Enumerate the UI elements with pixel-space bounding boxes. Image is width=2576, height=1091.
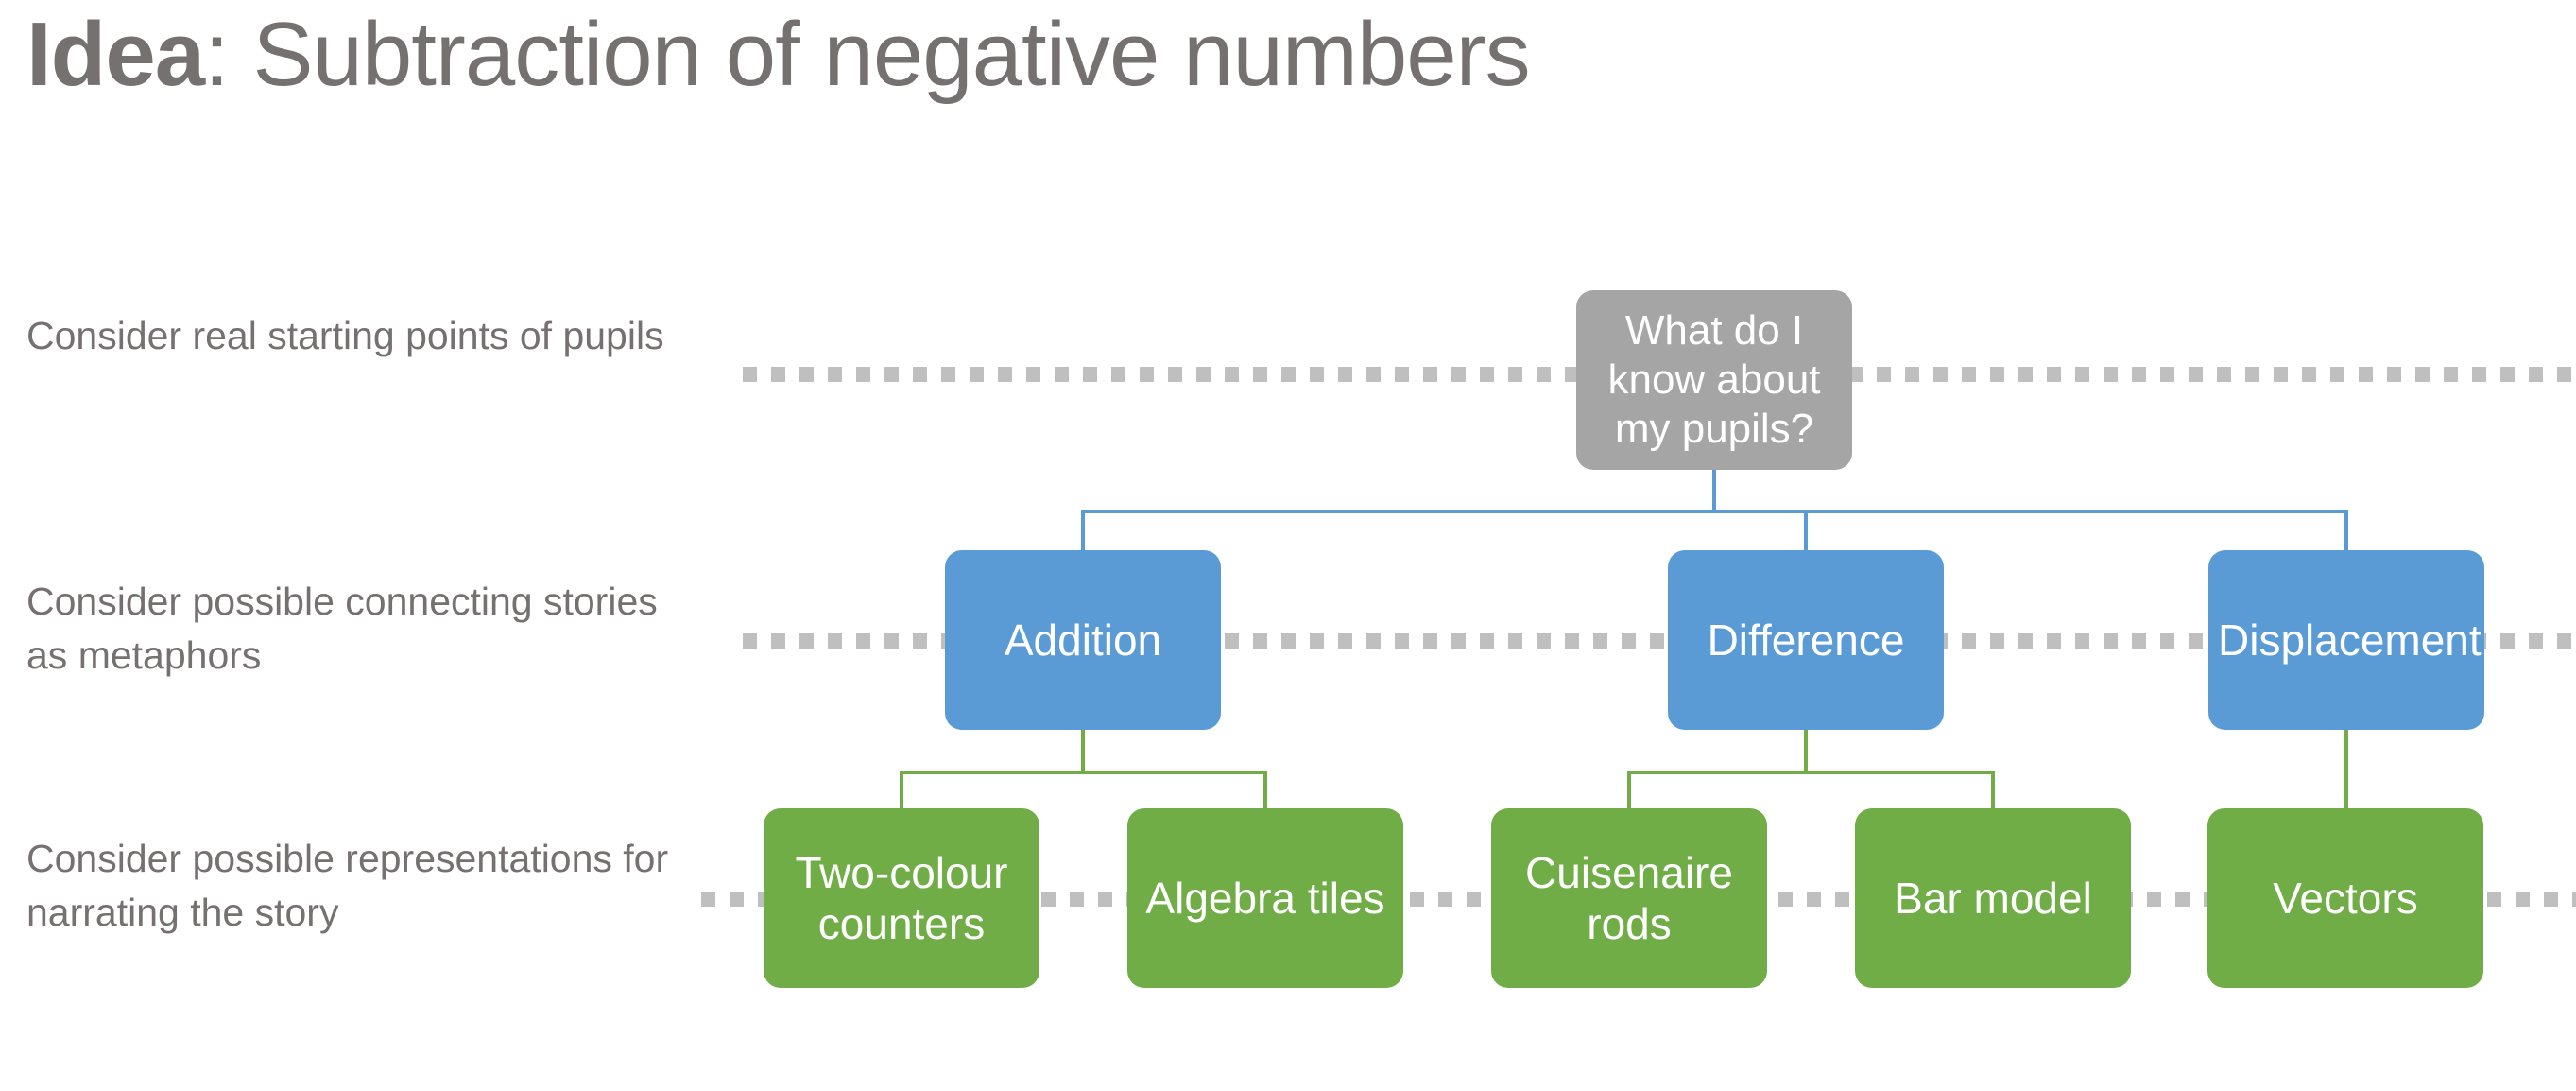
connector-drop-difference [1804, 510, 1808, 552]
connector-drop-displacement [2344, 510, 2348, 552]
page-title-lead: Idea [26, 4, 205, 105]
node-displacement-label: Displacement [2218, 615, 2482, 665]
page-title: Idea: Subtraction of negative numbers [26, 7, 1531, 103]
node-addition-label: Addition [1004, 615, 1162, 665]
node-root-label: What do I know about my pupils? [1607, 307, 1821, 452]
node-algebra-tiles-label: Algebra tiles [1145, 873, 1385, 923]
node-bar-model-label: Bar model [1894, 873, 2092, 923]
connector-drop-bar-model [1991, 771, 1995, 810]
connector-drop-algebra-tiles [1263, 771, 1267, 810]
connector-drop-cuisenaire-rods [1627, 771, 1631, 810]
node-bar-model[interactable]: Bar model [1855, 808, 2131, 988]
connector-root-stem [1712, 470, 1716, 513]
row-label-starting-points: Consider real starting points of pupils [26, 314, 664, 357]
node-algebra-tiles[interactable]: Algebra tiles [1127, 808, 1403, 988]
connector-blue-bus [1081, 510, 2348, 513]
node-vectors-label: Vectors [2273, 873, 2418, 923]
node-two-colour-counters-label: Two-colour counters [795, 847, 1008, 948]
connector-drop-two-colour-counters [900, 771, 903, 810]
node-difference[interactable]: Difference [1668, 550, 1944, 730]
node-displacement[interactable]: Displacement [2208, 550, 2484, 730]
row-label-representations: Consider possible representations for na… [26, 837, 669, 934]
node-root[interactable]: What do I know about my pupils? [1576, 290, 1852, 470]
row-label-connecting-stories: Consider possible connecting stories as … [26, 580, 658, 677]
node-cuisenaire-rods-label: Cuisenaire rods [1525, 847, 1733, 948]
node-cuisenaire-rods[interactable]: Cuisenaire rods [1491, 808, 1767, 988]
connector-addition-bus [900, 771, 1266, 774]
node-vectors[interactable]: Vectors [2207, 808, 2483, 988]
node-addition[interactable]: Addition [945, 550, 1221, 730]
connector-addition-stem [1081, 730, 1085, 773]
connector-difference-stem [1804, 730, 1808, 773]
node-difference-label: Difference [1707, 615, 1905, 665]
connector-drop-vectors [2344, 730, 2348, 810]
connector-difference-bus [1627, 771, 1994, 774]
connector-drop-addition [1081, 510, 1085, 552]
node-two-colour-counters[interactable]: Two-colour counters [764, 808, 1039, 988]
page-title-rest: : Subtraction of negative numbers [204, 4, 1530, 105]
